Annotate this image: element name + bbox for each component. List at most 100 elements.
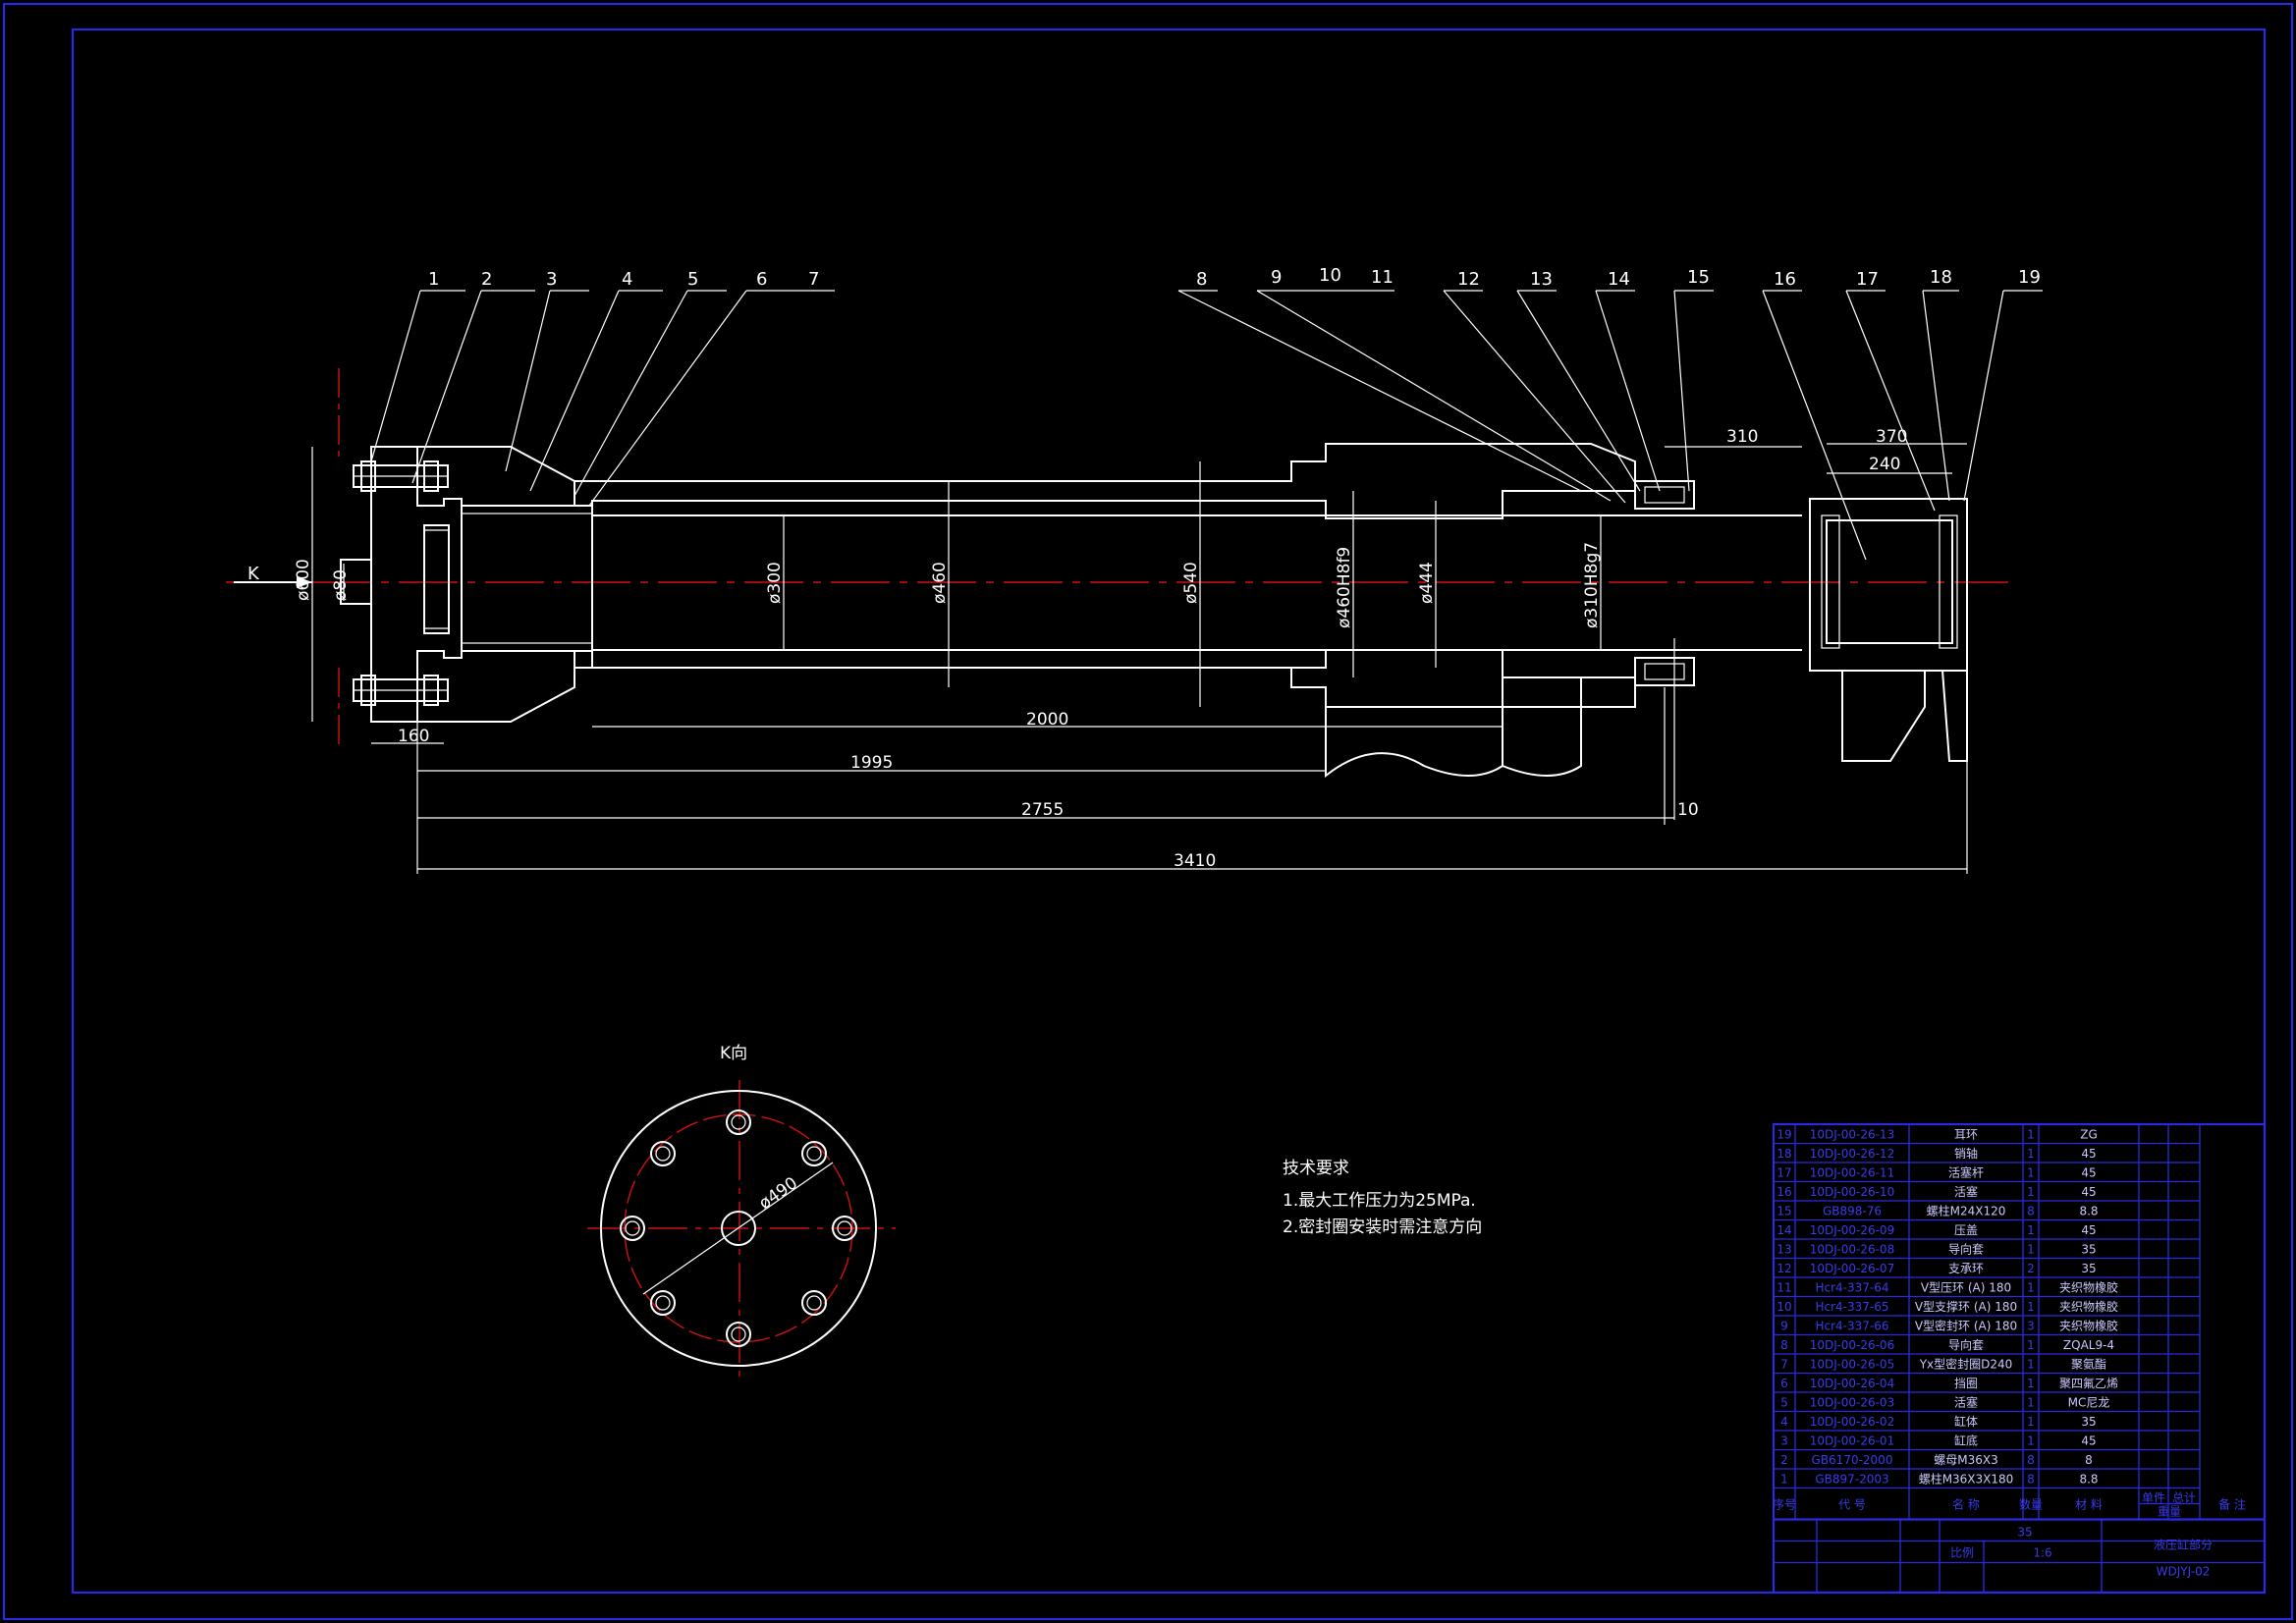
dim-3410: 3410: [1174, 851, 1216, 871]
bom-row-name: 支承环: [1948, 1262, 1984, 1275]
bom-row-no: 13: [1777, 1243, 1791, 1257]
k-view: K向 ø490: [587, 1044, 896, 1380]
bom-row-code: Hcr4-337-64: [1815, 1281, 1888, 1295]
part-label: 14: [1608, 269, 1630, 290]
bom-row-name: 螺母M36X3: [1934, 1453, 1997, 1467]
part-label: 16: [1774, 269, 1796, 290]
bom-row-name: V型支撑环 (A) 180: [1915, 1299, 2017, 1314]
bom-row-name: 活塞杆: [1948, 1165, 1984, 1180]
bom-row-material: 35: [2081, 1262, 2096, 1275]
bom-row-no: 1: [1780, 1473, 1788, 1487]
bom-row-name: 螺柱M36X3X180: [1919, 1472, 2014, 1487]
bom-row-code: 10DJ-00-26-05: [1810, 1358, 1894, 1372]
bom-row-qty: 8: [2027, 1473, 2035, 1487]
part-label: 7: [808, 269, 819, 290]
bom-row-code: 10DJ-00-26-08: [1810, 1243, 1894, 1257]
bom-row-no: 10: [1777, 1300, 1791, 1314]
bom-row-code: 10DJ-00-26-04: [1810, 1377, 1894, 1390]
bom-row-material: 夹织物橡胶: [2059, 1280, 2118, 1295]
bom-row-material: 聚四氟乙烯: [2059, 1377, 2118, 1390]
bom-row-qty: 1: [2027, 1396, 2035, 1410]
bom-row-no: 3: [1780, 1434, 1788, 1448]
bom-row-material: ZQAL9-4: [2063, 1338, 2114, 1352]
tech-item-1: 1.最大工作压力为25MPa.: [1283, 1191, 1476, 1211]
part-label: 8: [1196, 269, 1207, 290]
bom-row-no: 7: [1780, 1358, 1788, 1372]
bom-row-no: 8: [1780, 1338, 1788, 1352]
tech-requirements: 技术要求 1.最大工作压力为25MPa. 2.密封圈安装时需注意方向: [1283, 1159, 1482, 1237]
bom-row-qty: 1: [2027, 1147, 2035, 1161]
bom-row-name: 导向套: [1948, 1337, 1984, 1352]
bom-row-qty: 1: [2027, 1185, 2035, 1199]
bom-row-qty: 1: [2027, 1338, 2035, 1352]
bom-header-material: 材 料: [2075, 1498, 2103, 1512]
bom-row-qty: 2: [2027, 1262, 2035, 1275]
tech-item-2: 2.密封圈安装时需注意方向: [1283, 1217, 1482, 1237]
bom-row-material: 45: [2081, 1185, 2096, 1199]
bom-row-qty: 3: [2027, 1320, 2035, 1333]
title-scale: 1:6: [2033, 1546, 2051, 1560]
bom-row-no: 12: [1777, 1262, 1791, 1275]
dimension-texts: ø600 ø80 ø300 ø460 ø540 ø460H8f9 ø444 ø3…: [294, 427, 1907, 871]
dim-2000: 2000: [1026, 710, 1068, 730]
view-title: K向: [720, 1044, 747, 1063]
bom-row-name: Yx型密封圈D240: [1919, 1357, 2013, 1372]
dim-2755: 2755: [1021, 800, 1064, 820]
part-label: 18: [1930, 267, 1952, 288]
bom-row-name: 活塞: [1954, 1184, 1978, 1199]
bom-header-code: 代 号: [1838, 1498, 1866, 1512]
bom-row-material: 45: [2081, 1434, 2096, 1448]
view-direction-arrow: K: [234, 564, 312, 588]
part-label: 17: [1856, 269, 1879, 290]
bom-row-no: 19: [1777, 1128, 1791, 1142]
bom-row-no: 18: [1777, 1147, 1791, 1161]
bolt-bottom: [353, 675, 449, 706]
k-view-bolt-holes: [620, 1109, 857, 1347]
bom-row-code: 10DJ-00-26-02: [1810, 1415, 1894, 1429]
bolt-top: [353, 460, 449, 492]
bom-header-note: 备 注: [2218, 1497, 2246, 1512]
bom-row-material: 8.8: [2079, 1205, 2098, 1218]
bom-row-no: 9: [1780, 1320, 1788, 1333]
bom-header-no: 序号: [1773, 1497, 1796, 1512]
bom-row-code: 10DJ-00-26-06: [1810, 1338, 1894, 1352]
bom-row-material: 8.8: [2079, 1473, 2098, 1487]
bom-row-name: 缸底: [1954, 1434, 1978, 1448]
bom-row-material: 35: [2081, 1243, 2096, 1257]
bom-row-material: MC尼龙: [2068, 1396, 2110, 1410]
bom-row-name: 挡圈: [1954, 1377, 1978, 1390]
dim-d600: ø600: [294, 559, 313, 601]
bom-row-code: Hcr4-337-66: [1815, 1320, 1888, 1333]
bom-row-name: 导向套: [1948, 1242, 1984, 1257]
cylinder-section: [340, 443, 1968, 779]
bom-row-qty: 1: [2027, 1223, 2035, 1237]
bom-row-code: 10DJ-00-26-11: [1810, 1166, 1894, 1180]
bom-row-qty: 1: [2027, 1281, 2035, 1295]
bom-row-qty: 1: [2027, 1300, 2035, 1314]
part-label: 4: [622, 269, 632, 290]
bom-row-code: GB897-2003: [1815, 1473, 1888, 1487]
part-label: 12: [1457, 269, 1480, 290]
dim-d310: ø310H8g7: [1582, 542, 1602, 628]
dim-310: 310: [1726, 427, 1758, 447]
bom-row-code: 10DJ-00-26-13: [1810, 1128, 1894, 1142]
dim-d300: ø300: [765, 562, 785, 604]
part-label: 9: [1271, 267, 1282, 288]
bom-row-qty: 1: [2027, 1358, 2035, 1372]
bom-row-material: ZG: [2080, 1128, 2098, 1142]
bom-row-material: 8: [2085, 1453, 2093, 1467]
bom-row-qty: 8: [2027, 1205, 2035, 1218]
bom-row-name: V型密封环 (A) 180: [1915, 1319, 2017, 1333]
dim-1995: 1995: [850, 753, 893, 773]
bom-row-no: 15: [1777, 1205, 1791, 1218]
bom-row-material: 45: [2081, 1166, 2096, 1180]
part-label: 13: [1530, 269, 1553, 290]
bom-row-no: 4: [1780, 1415, 1788, 1429]
bom-row-name: 压盖: [1954, 1223, 1978, 1237]
bom-row-qty: 1: [2027, 1377, 2035, 1390]
leader-lines: [370, 290, 2043, 561]
bom-row-name: 销轴: [1954, 1146, 1978, 1161]
dim-d460: ø460: [930, 562, 950, 604]
dim-d460h: ø460H8f9: [1335, 547, 1354, 628]
